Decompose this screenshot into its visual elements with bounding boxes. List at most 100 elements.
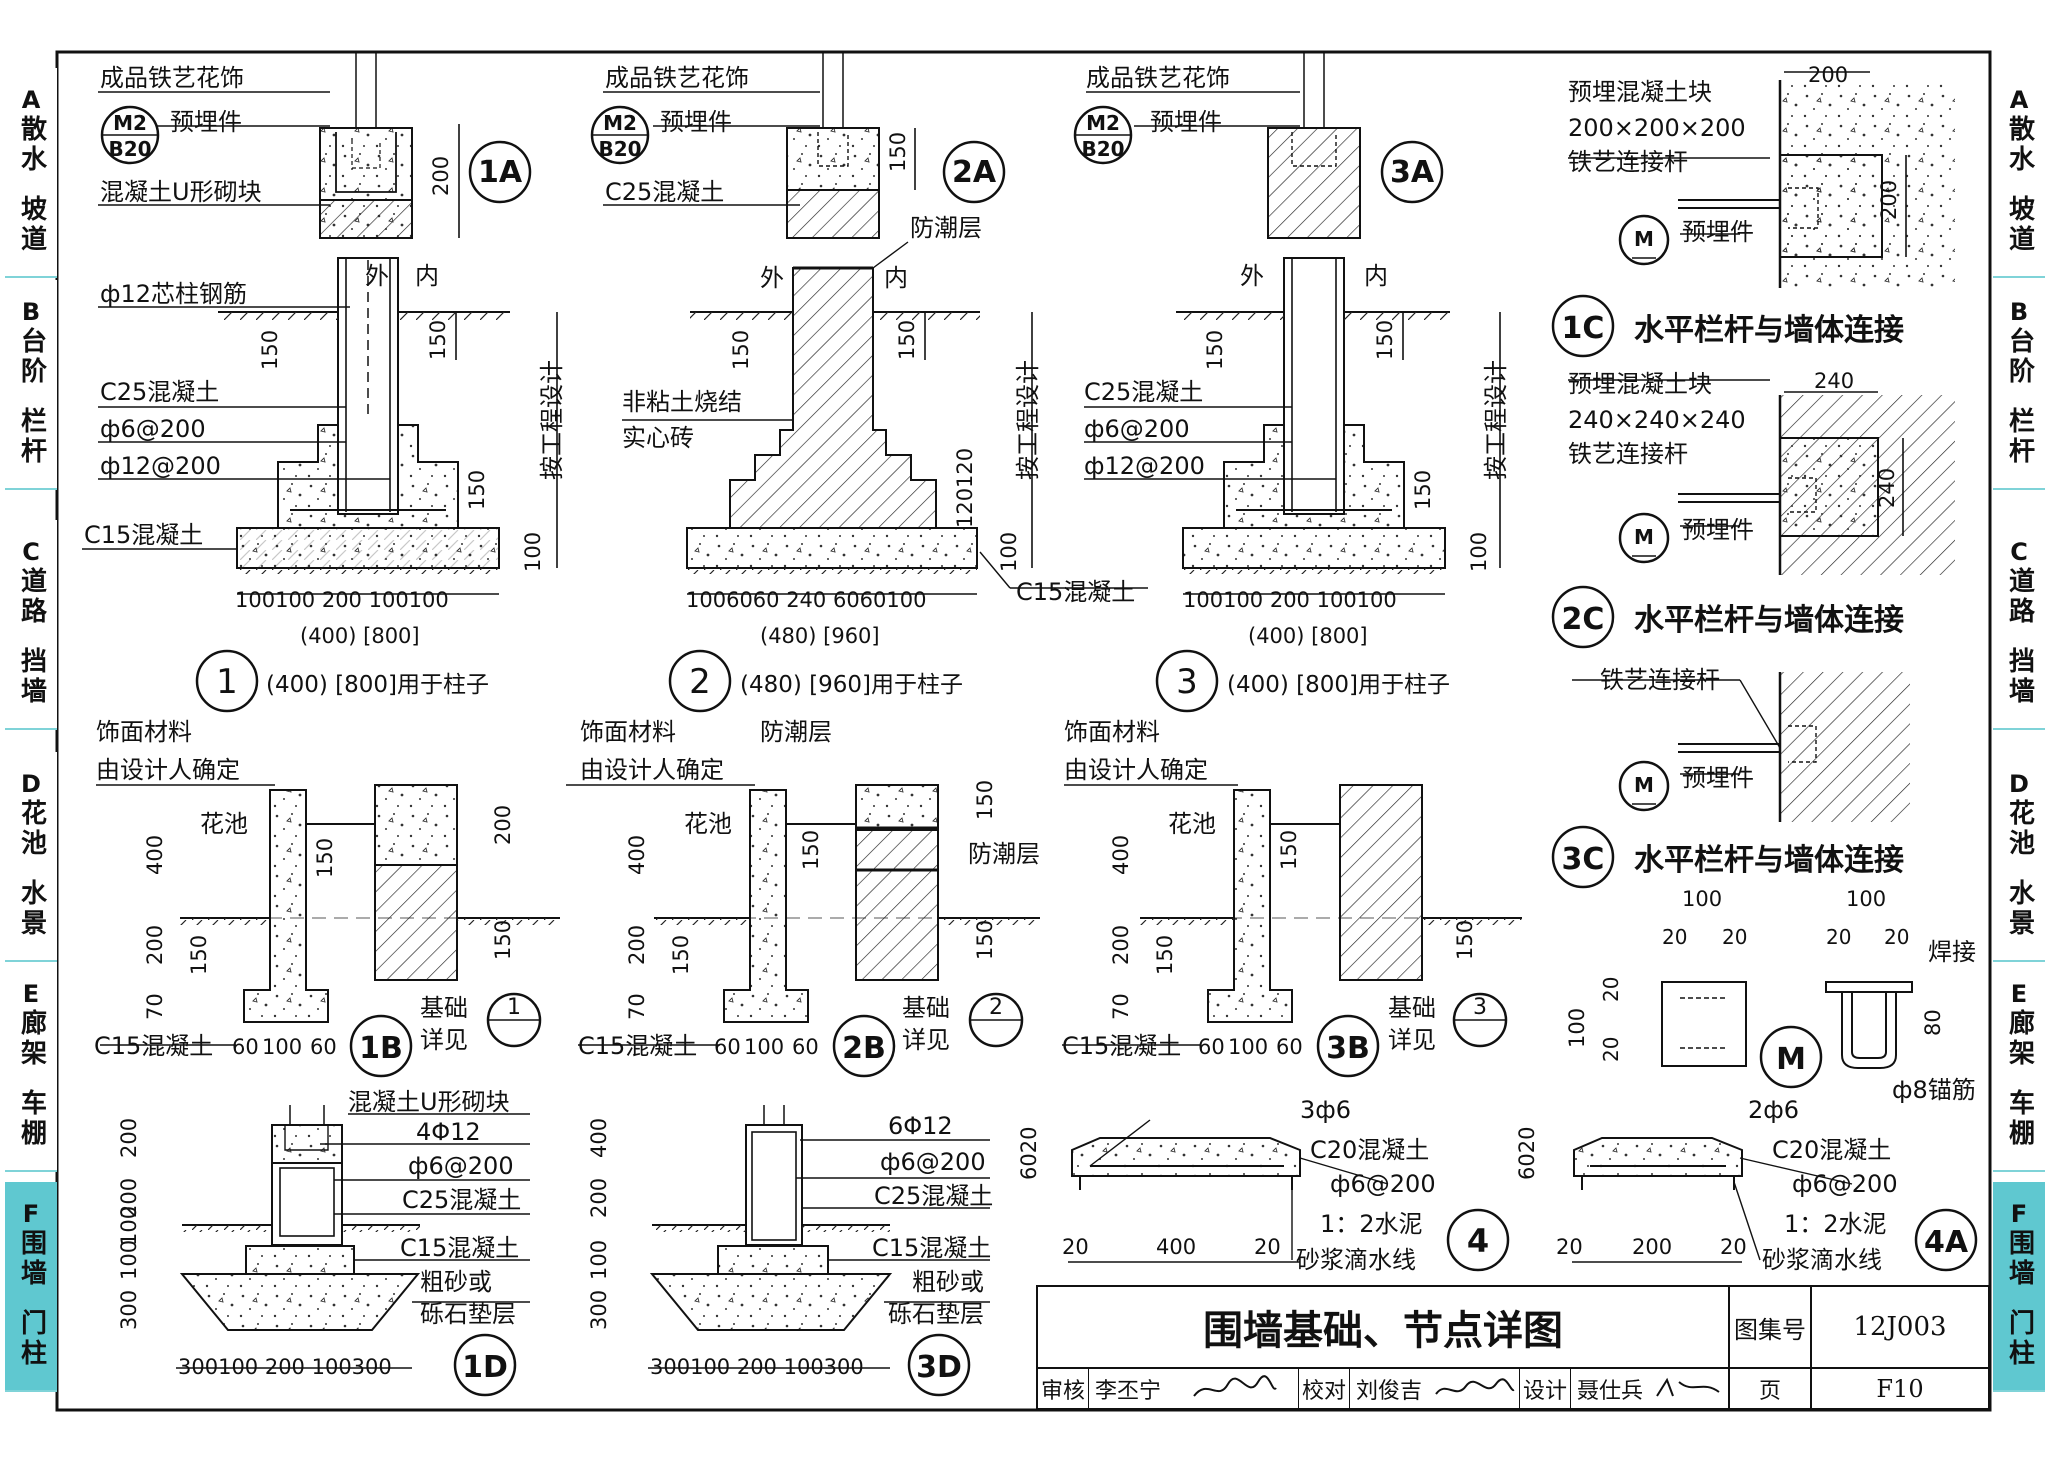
tab-right-f[interactable]: F 围墙 门柱 [1993,1182,2045,1392]
dim-2-150b: 150 [895,320,919,360]
dim-4a-l: 20 [1556,1235,1583,1259]
label-base-2b-1: 基础 [902,994,950,1022]
id-1d: 1D [462,1350,508,1385]
ref-2: 2 [989,995,1003,1020]
label-in-2: 内 [884,264,908,292]
label-c15-2: C15混凝土 [1016,578,1135,606]
label-iron-1: 成品铁艺花饰 [100,64,244,92]
label-mortar2-4: 砂浆滴水线 [1296,1246,1416,1274]
id-2: 2 [689,662,711,702]
dim-w-1: (400) [800] [300,624,420,648]
id-3: 3 [1176,662,1198,702]
dim-4a-r: 20 [1720,1235,1747,1259]
tab-left-e[interactable]: E 廊架 车棚 [5,962,57,1172]
tab-code: E [2010,980,2028,1008]
dim-2b-150r: 150 [973,780,997,820]
detail-4 [1071,1137,1301,1190]
label-embed-3c: 预埋件 [1682,764,1754,792]
detail-m [1661,981,1913,1069]
dim-2b-150r2: 150 [973,920,997,960]
tab-left-a[interactable]: A 散水 坡道 [5,68,57,278]
caption-1: (400) [800]用于柱子 [266,672,489,698]
tab-right-e[interactable]: E 廊架 车棚 [1993,962,2045,1172]
caption-2c: 水平栏杆与墙体连接 [1634,603,1904,638]
atlas-label: 图集号 [1730,1287,1812,1369]
dim-3b-400: 400 [1109,835,1133,875]
title-block: 围墙基础、节点详图 图集号 12J003 审核 李丕宁 校对 刘俊吉 设计 聂仕… [1036,1285,1990,1410]
tab-left-d[interactable]: D 花池 水景 [5,752,57,962]
dim-2b-70: 70 [625,993,649,1020]
label-brick1: 非粘土烧结 [622,388,742,416]
dim-1-150c: 150 [465,470,489,510]
dim-1c-200v: 200 [1877,180,1901,220]
label-3bar-4: 3ф6 [1300,1096,1351,1124]
tab-right-c[interactable]: C 道路 挡墙 [1993,520,2045,730]
dim-3d-300: 300 [587,1290,611,1330]
dim-1c-200: 200 [1808,63,1848,87]
label-embedblock-1c: 预埋混凝土块 [1568,78,1712,106]
tab-right-a[interactable]: A 散水 坡道 [1993,68,2045,278]
tab-left-f[interactable]: F 围墙 门柱 [5,1182,57,1392]
dim-2-100: 100 [997,532,1021,572]
tab-line2: 栏杆 [2004,407,2035,467]
tab-line1: 台阶 [16,327,47,387]
id-4a: 4A [1924,1225,1969,1260]
dim-m-20v1: 20 [1599,977,1623,1002]
tab-line1: 花池 [16,799,47,859]
dim-2b-400: 400 [625,835,649,875]
id-2c: 2C [1562,602,1605,637]
label-c20-4a: C20混凝土 [1772,1136,1891,1164]
callout-dividers [102,134,1656,1021]
tab-line2: 水景 [16,879,47,939]
dim-m-20d: 20 [1884,925,1909,949]
detail-1 [218,52,510,574]
caption-3: (400) [800]用于柱子 [1227,672,1450,698]
label-finish-2b-1: 饰面材料 [580,718,676,746]
id-4: 4 [1467,1222,1489,1260]
label-gravel1-3d: 粗砂或 [912,1268,984,1296]
dim-m-80: 80 [1921,1009,1945,1036]
tab-right-b[interactable]: B 台阶 栏杆 [1993,280,2045,490]
label-ublock-1: 混凝土U形砌块 [100,178,262,206]
m2-1: M2 [113,111,147,135]
id-3d: 3D [916,1350,962,1385]
reviewer-signature [1168,1369,1299,1408]
dim-1-150a: 150 [258,330,282,370]
tab-code: C [22,538,40,566]
tab-line2: 门柱 [16,1309,47,1369]
label-embed-1: 预埋件 [170,108,242,136]
dim-row-3: 100100 200 100100 [1183,588,1397,612]
dim-4a-mid: 200 [1632,1235,1672,1259]
tab-right-d[interactable]: D 花池 水景 [1993,752,2045,962]
dim-1d-100b: 100 [117,1240,141,1280]
tab-code: A [2009,86,2029,114]
tab-left-b[interactable]: B 台阶 栏杆 [5,280,57,490]
tab-left-c[interactable]: C 道路 挡墙 [5,520,57,730]
dim-3b-70: 70 [1109,993,1133,1020]
dim-2b-150b: 150 [799,830,823,870]
dim-1d-200a: 200 [117,1118,141,1158]
label-stir-4: ф6@200 [1330,1170,1436,1198]
label-anchor: ф8锚筋 [1892,1076,1976,1104]
label-gravel2-1d: 砾石垫层 [420,1300,516,1328]
dim-2b-mid: 100 [744,1035,784,1059]
dim-1b-400: 400 [143,835,167,875]
label-out-1: 外 [365,262,389,290]
label-c25-3d: C25混凝土 [874,1182,993,1210]
label-out-2: 外 [760,264,784,292]
leader-lines [82,91,1853,1303]
label-embed-2c: 预埋件 [1682,516,1754,544]
detail-1c [1678,80,1955,288]
id-1: 1 [216,662,238,702]
id-1a: 1A [478,155,523,190]
label-embedblock-2c: 预埋混凝土块 [1568,370,1712,398]
dim-2-eng: 按工程设计 [1014,360,1042,480]
label-c25-2a: C25混凝土 [605,178,724,206]
detail-3 [1176,52,1450,574]
dim-3b-200: 200 [1109,925,1133,965]
dim-1b-150b: 150 [313,838,337,878]
dim-2b-r: 60 [792,1035,819,1059]
id-3c: 3C [1562,842,1605,877]
dim-2-120a: 120 [953,448,977,488]
label-block200: 200×200×200 [1568,114,1746,142]
